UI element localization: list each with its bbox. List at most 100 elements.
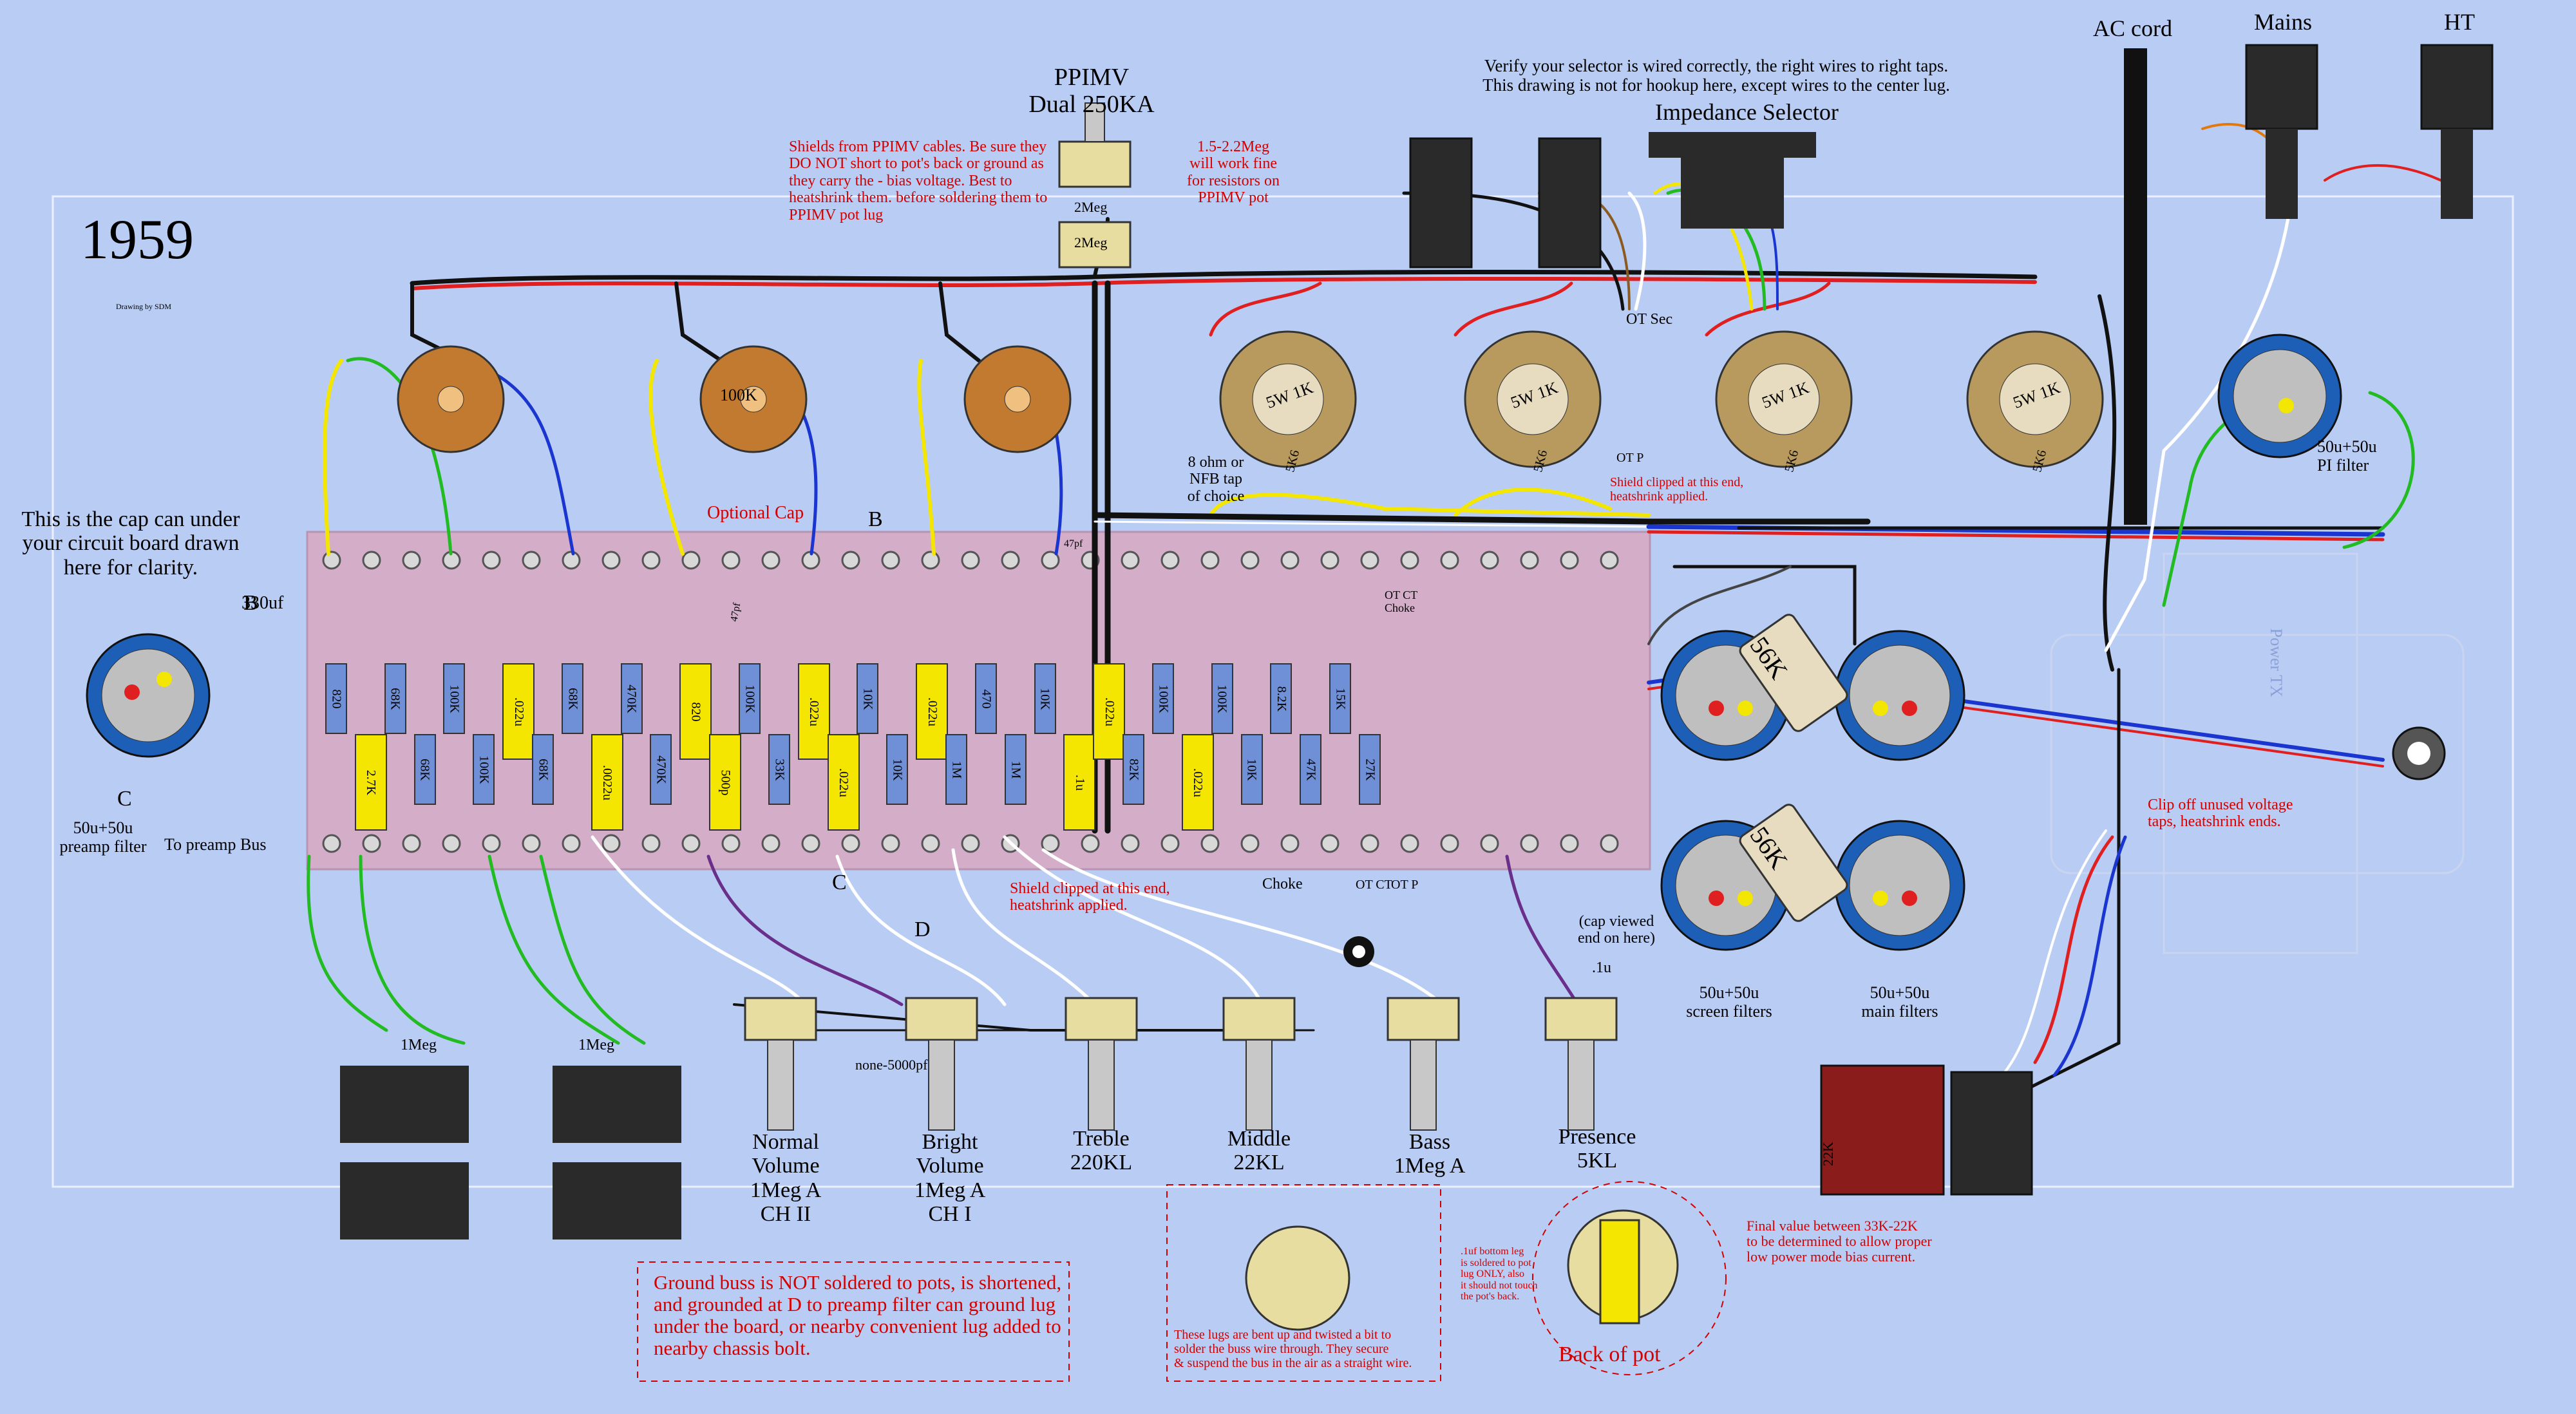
ground-buss-note: Ground buss is NOT soldered to pots, is … bbox=[654, 1271, 1062, 1360]
component-value-label: 820 bbox=[329, 689, 344, 708]
ppimv-resistor-note: 1.5-2.2Meg will work fine for resistors … bbox=[1187, 138, 1280, 207]
eyelet bbox=[1560, 551, 1579, 570]
eyelet bbox=[801, 834, 820, 853]
eyelet bbox=[641, 551, 661, 570]
back-of-pot-cap bbox=[1599, 1219, 1640, 1324]
board-capacitor: .022u bbox=[1181, 734, 1214, 831]
back-leg-note: .1uf bottom leg is soldered to pot lug O… bbox=[1461, 1246, 1538, 1303]
board-resistor: 820 bbox=[325, 663, 347, 734]
ot-p-small-label: OT P bbox=[1391, 878, 1419, 892]
none-5000pf-label: none-5000pf bbox=[855, 1057, 928, 1073]
back-of-pot-inset bbox=[1532, 1181, 1727, 1375]
component-value-label: .1u bbox=[1072, 774, 1087, 791]
board-resistor: 10K bbox=[886, 734, 909, 805]
ac-cord bbox=[2124, 48, 2147, 525]
component-value-label: 500p bbox=[718, 769, 733, 795]
eyelet bbox=[522, 551, 541, 570]
board-resistor: 10K bbox=[1240, 734, 1263, 805]
chassis-outline bbox=[52, 195, 2514, 1188]
speaker-jacks bbox=[1409, 132, 1816, 269]
56k-power-resistors bbox=[1739, 614, 1848, 922]
board-capacitor: .022u bbox=[916, 663, 949, 760]
eyelet bbox=[1240, 551, 1260, 570]
component-value-label: 100K bbox=[1215, 684, 1230, 713]
ot-p-label: OT P bbox=[1616, 451, 1644, 465]
eyelet bbox=[1600, 551, 1619, 570]
eyelet bbox=[1360, 834, 1379, 853]
marker-b-cap: B bbox=[243, 591, 258, 615]
fuse-holders bbox=[2245, 44, 2494, 219]
eyelet bbox=[1121, 834, 1140, 853]
ot-sec-label: OT Sec bbox=[1626, 311, 1673, 328]
ppimv-pot-bottom-label: 2Meg bbox=[1074, 234, 1108, 250]
board-resistor: 100K bbox=[739, 663, 761, 734]
res-22k-label: 22K bbox=[1819, 1142, 1836, 1167]
presence-cap-label: .1u bbox=[1592, 959, 1611, 976]
eyelet bbox=[1041, 834, 1060, 853]
pot-label-normal-volume: Normal Volume 1Meg A CH II bbox=[750, 1130, 822, 1227]
eyelet bbox=[1041, 551, 1060, 570]
component-value-label: 15K bbox=[1333, 687, 1348, 710]
eyelet bbox=[1200, 834, 1220, 853]
pot-label-treble: Treble 220KL bbox=[1070, 1127, 1133, 1175]
component-value-label: 10K bbox=[890, 758, 905, 781]
component-value-label: .022u bbox=[807, 697, 822, 726]
component-value-label: 100K bbox=[743, 684, 757, 713]
eyelet bbox=[841, 551, 860, 570]
ground-buss-note-box bbox=[637, 1261, 1070, 1382]
component-value-label: 10K bbox=[860, 687, 875, 710]
preamp-filter-label: 50u+50u preamp filter bbox=[59, 818, 147, 856]
eyelet bbox=[1520, 551, 1539, 570]
ht-fuse-label: HT bbox=[2444, 9, 2475, 35]
component-value-label: 1M bbox=[949, 760, 964, 778]
eyelet bbox=[1121, 551, 1140, 570]
ppimv-pot-top-label: 2Meg bbox=[1074, 199, 1108, 215]
board-resistor: 100K bbox=[1211, 663, 1233, 734]
eyelet bbox=[1400, 834, 1419, 853]
jack-resistor-2: 1Meg bbox=[578, 1037, 614, 1053]
eyelet bbox=[681, 834, 701, 853]
pot-label-bass: Bass 1Meg A bbox=[1394, 1130, 1466, 1178]
component-value-label: 10K bbox=[1245, 758, 1260, 781]
board-resistor: 33K bbox=[768, 734, 790, 805]
eyelet bbox=[1360, 551, 1379, 570]
eyelet bbox=[1480, 834, 1499, 853]
eyelet bbox=[1280, 551, 1300, 570]
eyelet bbox=[1440, 834, 1459, 853]
board-capacitor: 820 bbox=[679, 663, 712, 760]
component-value-label: .022u bbox=[511, 697, 526, 726]
board-resistor: 470K bbox=[650, 734, 672, 805]
board-resistor: 10K bbox=[1034, 663, 1056, 734]
component-value-label: 68K bbox=[536, 758, 551, 781]
final-value-note: Final value between 33K-22K to be determ… bbox=[1747, 1218, 1932, 1265]
page-title: 1959 bbox=[80, 209, 194, 271]
cap-can-note: This is the cap can under your circuit b… bbox=[21, 507, 240, 580]
eyelet bbox=[1240, 834, 1260, 853]
impedance-selector-label: Impedance Selector bbox=[1655, 99, 1839, 125]
component-value-label: 470K bbox=[654, 755, 668, 784]
component-value-label: 82K bbox=[1126, 758, 1141, 781]
board-capacitor: .0022u bbox=[591, 734, 623, 831]
eyelet bbox=[482, 551, 501, 570]
lugs-note: These lugs are bent up and twisted a bit… bbox=[1174, 1328, 1412, 1370]
marker-b-board: B bbox=[868, 507, 883, 531]
shield-clipped-right-note: Shield clipped at this end, heatshrink a… bbox=[1610, 475, 1744, 504]
component-value-label: 100K bbox=[477, 755, 491, 784]
component-value-label: 100K bbox=[447, 684, 462, 713]
component-value-label: 47K bbox=[1303, 758, 1318, 781]
component-value-label: 8.2K bbox=[1274, 686, 1289, 712]
component-value-label: .022u bbox=[1191, 768, 1206, 797]
eyelet bbox=[881, 834, 900, 853]
cap-47pf-label: 47pf bbox=[1064, 538, 1083, 549]
board-resistor: 1M bbox=[945, 734, 967, 805]
board-resistor: 68K bbox=[413, 734, 436, 805]
eyelet bbox=[641, 834, 661, 853]
eyelet bbox=[961, 834, 980, 853]
power-transformer-outline bbox=[2050, 634, 2465, 874]
component-value-label: 33K bbox=[772, 758, 787, 781]
eyelet bbox=[1480, 551, 1499, 570]
board-capacitor: 500p bbox=[709, 734, 742, 831]
eyelet bbox=[522, 834, 541, 853]
board-resistor: 100K bbox=[1152, 663, 1174, 734]
